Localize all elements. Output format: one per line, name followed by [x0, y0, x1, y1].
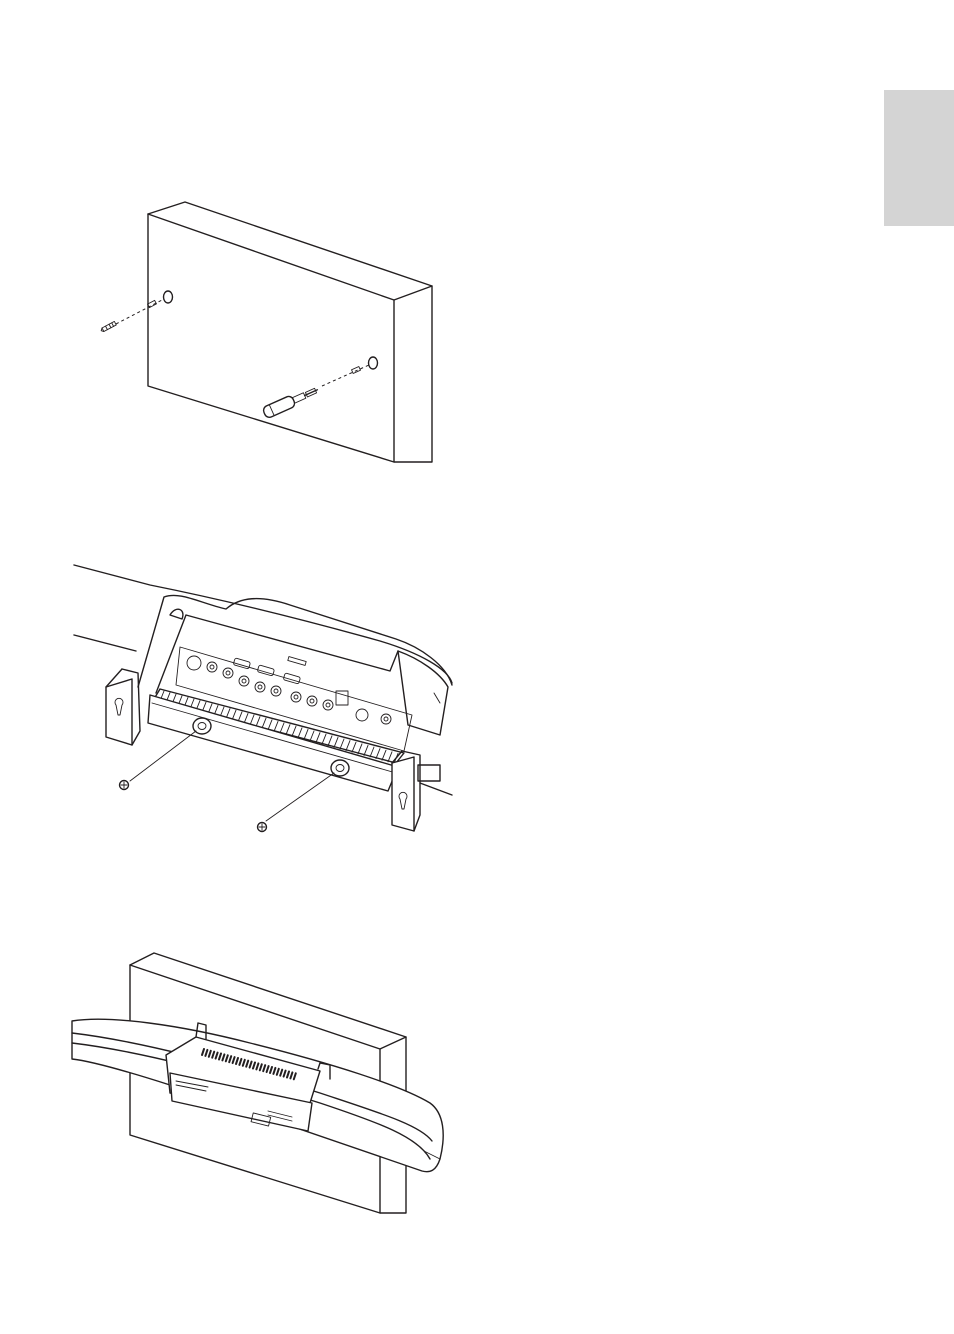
wall-drill-screws-illustration: [0, 190, 480, 480]
tv-back-bracket-screws-illustration: [0, 555, 480, 855]
language-tab: [884, 90, 954, 226]
tv-mounted-on-wall-illustration: [0, 945, 480, 1225]
